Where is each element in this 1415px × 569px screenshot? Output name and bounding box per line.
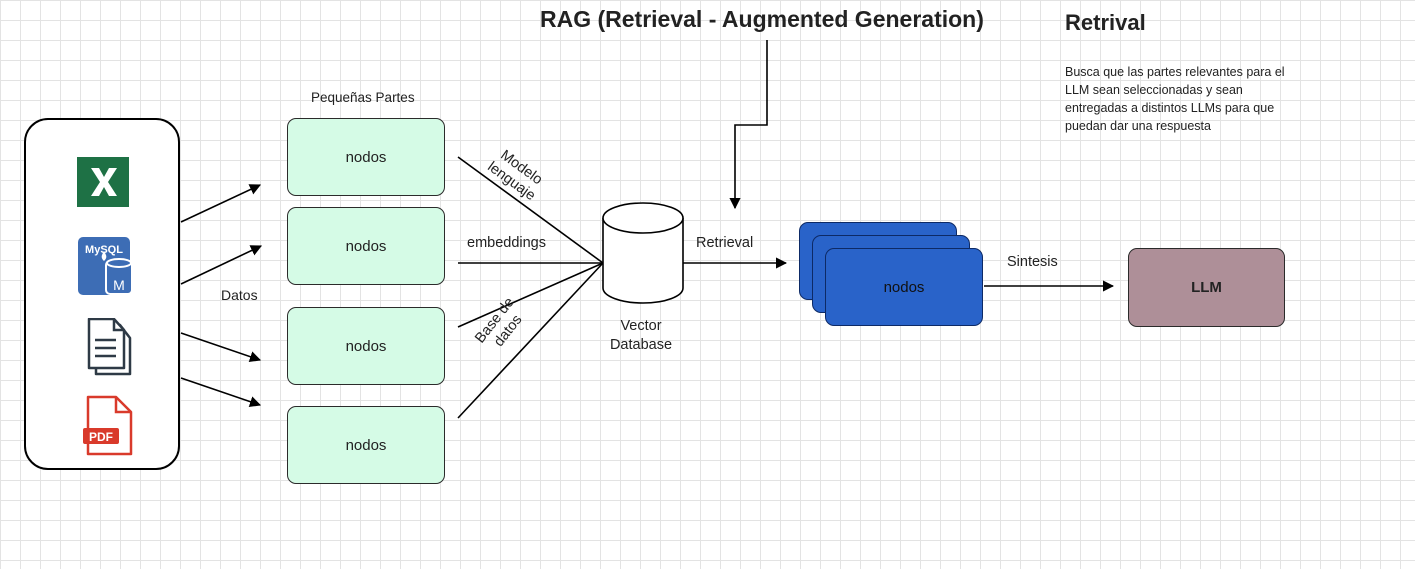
document-icon	[86, 317, 134, 383]
node-block-4[interactable]: nodos	[287, 406, 445, 484]
excel-icon	[77, 157, 129, 212]
page-title: RAG (Retrieval - Augmented Generation)	[540, 6, 984, 32]
line-node-4-to-db	[457, 262, 604, 419]
chunks-label: Pequeñas Partes	[311, 90, 415, 105]
node-block-3[interactable]: nodos	[287, 307, 445, 385]
retrieved-node-front[interactable]: nodos	[825, 248, 983, 326]
edge-label-embeddings: embeddings	[467, 235, 546, 251]
vector-database[interactable]	[601, 202, 685, 313]
mysql-icon-text: MySQL	[85, 244, 123, 256]
side-panel-description: Busca que las partes relevantes para el …	[1065, 65, 1285, 133]
line-node-1-to-db	[457, 156, 604, 264]
llm-block[interactable]: LLM	[1128, 248, 1285, 327]
edge-label-sintesis: Sintesis	[1007, 254, 1058, 270]
data-sources-box[interactable]: MySQL M PDF	[24, 118, 180, 470]
arrow-source-to-node-4	[180, 377, 262, 408]
edge-label-retrieval: Retrieval	[696, 235, 754, 251]
line-node-3-to-db	[457, 262, 604, 328]
mysql-icon-letter: M	[113, 277, 125, 293]
arrow-source-to-node-1	[180, 184, 262, 223]
arrow-source-to-node-2	[180, 245, 263, 285]
vector-database-label: Vector Database	[609, 318, 673, 353]
side-panel-title: Retrival	[1065, 10, 1146, 35]
pdf-icon: PDF	[82, 394, 134, 463]
arrow-title-to-retrieval	[729, 40, 768, 210]
database-cylinder-icon	[602, 202, 684, 304]
pdf-icon-text: PDF	[89, 430, 113, 444]
mysql-icon: MySQL M	[78, 237, 134, 302]
node-block-2[interactable]: nodos	[287, 207, 445, 285]
datos-label: Datos	[221, 287, 258, 303]
arrow-source-to-node-3	[180, 332, 262, 363]
node-block-1[interactable]: nodos	[287, 118, 445, 196]
